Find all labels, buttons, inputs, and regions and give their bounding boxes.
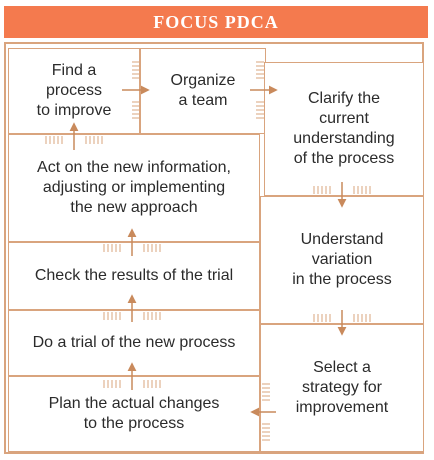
step-organize-team: Organize a team	[140, 48, 266, 134]
diagram-title: FOCUS PDCA	[4, 6, 428, 38]
step-understand-variation: Understand variation in the process	[260, 196, 424, 324]
step-do: Do a trial of the new process	[8, 310, 260, 376]
step-clarify-understanding: Clarify the current understanding of the…	[264, 62, 424, 196]
step-select-strategy: Select a strategy for improvement	[260, 324, 424, 452]
step-plan: Plan the actual changes to the process	[8, 376, 260, 452]
step-find-process: Find a process to improve	[8, 48, 140, 134]
step-check: Check the results of the trial	[8, 242, 260, 310]
step-act: Act on the new information, adjusting or…	[8, 134, 260, 242]
